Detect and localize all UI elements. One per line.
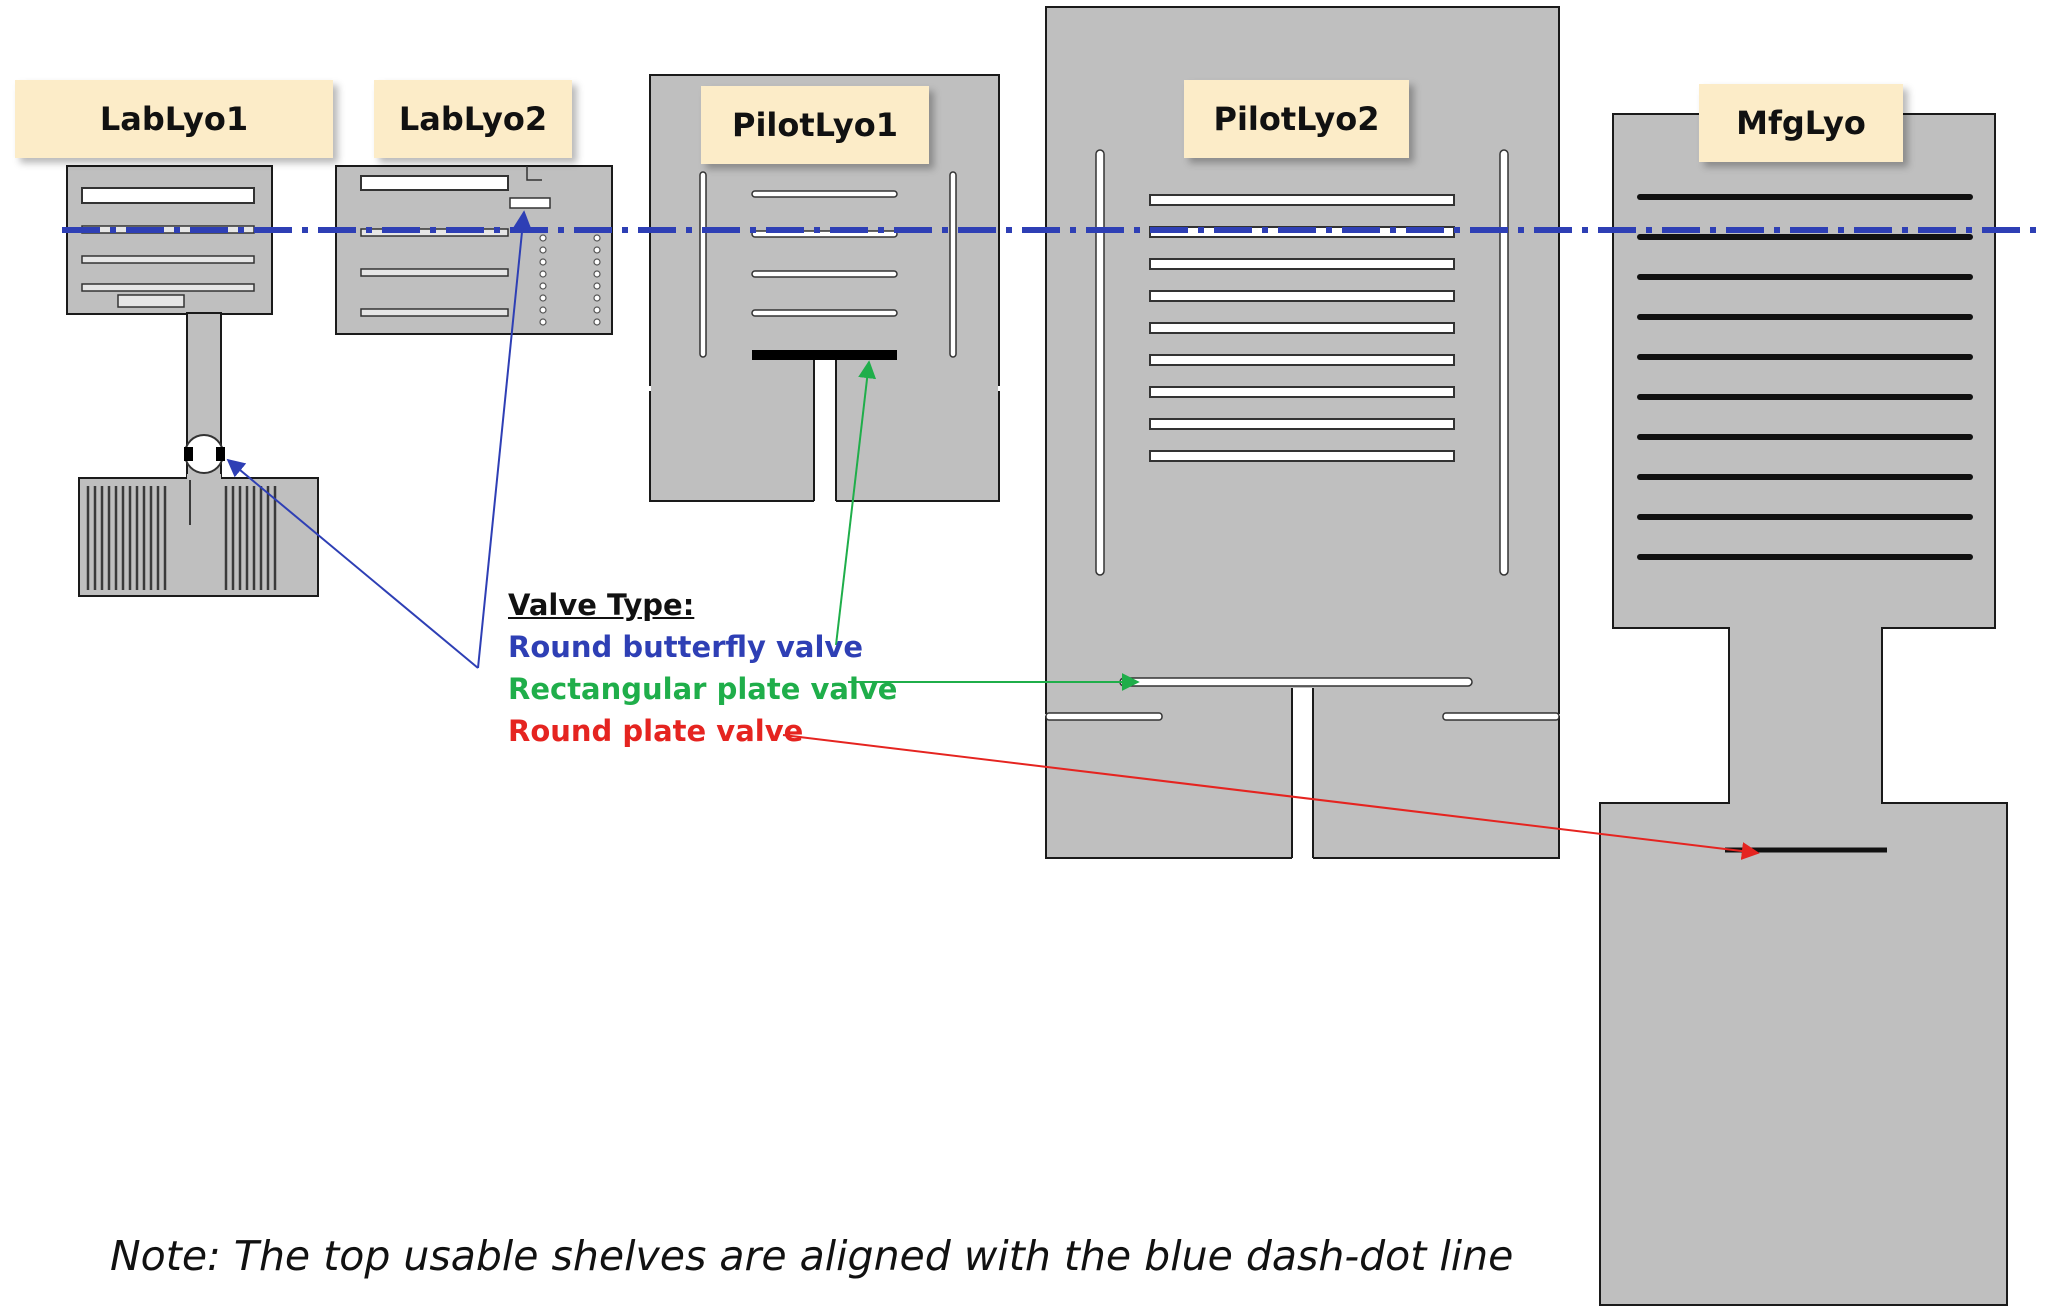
pilotlyo1-rectangular-plate-valve	[752, 350, 897, 360]
pilotlyo1-condenser-left	[649, 391, 815, 502]
pilotlyo1-shelf	[751, 309, 898, 317]
lablyo2-top-shelf	[360, 175, 509, 191]
pilotlyo1-chamber-skirt-right	[837, 383, 998, 393]
pilotlyo2-shelf	[1149, 450, 1455, 462]
pilotlyo2-condenser-right	[1312, 716, 1560, 859]
legend-round-butterfly-valve: Round butterfly valve	[508, 630, 863, 664]
pilotlyo1-condenser-right	[835, 391, 1000, 502]
legend-title: Valve Type:	[508, 588, 695, 622]
lablyo1-shelf	[81, 283, 255, 292]
pilotlyo1-label: PilotLyo1	[701, 86, 929, 164]
lablyo2-valve-opening	[509, 197, 551, 209]
pilotlyo2-left-support	[1095, 149, 1105, 576]
pilotlyo2-condenser-left	[1045, 716, 1293, 859]
mfglyo-label: MfgLyo	[1699, 84, 1903, 162]
lablyo1-top-shelf	[81, 187, 255, 204]
pilotlyo2-shelf	[1149, 354, 1455, 366]
pilotlyo1-left-support	[699, 171, 707, 358]
pilotlyo2-duct-gap	[1292, 688, 1313, 859]
round-plate-valve-pointer	[782, 734, 1760, 860]
pilotlyo1-right-support	[949, 171, 957, 358]
pilotlyo1-chamber-skirt-left	[651, 383, 813, 393]
pilotlyo2-shelf	[1149, 418, 1455, 430]
lablyo1-shelf	[81, 225, 255, 234]
lablyo2-condenser-coils	[539, 234, 601, 326]
pilotlyo1-shelf	[751, 270, 898, 278]
mfglyo-product-chamber	[1612, 113, 1996, 629]
pilotlyo1-duct-gap	[814, 360, 836, 502]
lablyo1-label: LabLyo1	[15, 80, 333, 158]
pilotlyo2-chamber-skirt-right	[1314, 710, 1558, 718]
lablyo2-chamber	[335, 165, 613, 335]
lablyo1-condenser-coils-right	[224, 486, 277, 590]
pilotlyo2-condenser-tab	[1442, 712, 1560, 721]
mfglyo-shelves	[1637, 194, 1973, 560]
legend-round-plate-valve: Round plate valve	[508, 714, 804, 748]
mfglyo-unit	[1599, 113, 2008, 1306]
pilotlyo2-shelf	[1149, 290, 1455, 302]
pilotlyo2-shelf	[1149, 194, 1455, 206]
lablyo1-bottom-port	[117, 294, 185, 308]
lablyo2-shelf	[360, 308, 509, 317]
lablyo2-condenser-notch	[526, 166, 542, 181]
pilotlyo2-label: PilotLyo2	[1184, 80, 1409, 158]
pilotlyo1-shelf	[751, 190, 898, 198]
pilotlyo2-rectangular-plate-valve	[1119, 677, 1473, 687]
round-butterfly-valve-pointers	[226, 210, 532, 669]
lablyo1-shelf	[81, 255, 255, 264]
pilotlyo2-shelf	[1149, 386, 1455, 398]
pilotlyo2-shelf	[1149, 258, 1455, 270]
lablyo1-unit	[66, 165, 319, 597]
rectangular-plate-valve-pointers	[835, 360, 1140, 691]
pilotlyo2-condenser-tab	[1045, 712, 1163, 721]
lablyo2-unit	[335, 165, 613, 335]
legend-rectangular-plate-valve: Rectangular plate valve	[508, 672, 898, 706]
lablyo2-shelf	[360, 268, 509, 277]
alignment-note: Note: The top usable shelves are aligned…	[110, 1232, 1514, 1280]
lablyo1-valve-seal-left	[184, 447, 193, 461]
pilotlyo2-shelf	[1149, 322, 1455, 334]
pilotlyo2-shelves	[1149, 194, 1455, 462]
mfglyo-duct	[1729, 627, 1882, 804]
lablyo2-label: LabLyo2	[374, 80, 572, 158]
lablyo1-condenser-neck	[187, 474, 221, 524]
lablyo1-condenser-coils-left	[86, 486, 167, 590]
pilotlyo2-chamber-skirt-left	[1047, 710, 1291, 718]
lablyo1-valve-seal-right	[216, 447, 225, 461]
mfglyo-condenser	[1599, 802, 2008, 1306]
pilotlyo2-right-support	[1499, 149, 1509, 576]
